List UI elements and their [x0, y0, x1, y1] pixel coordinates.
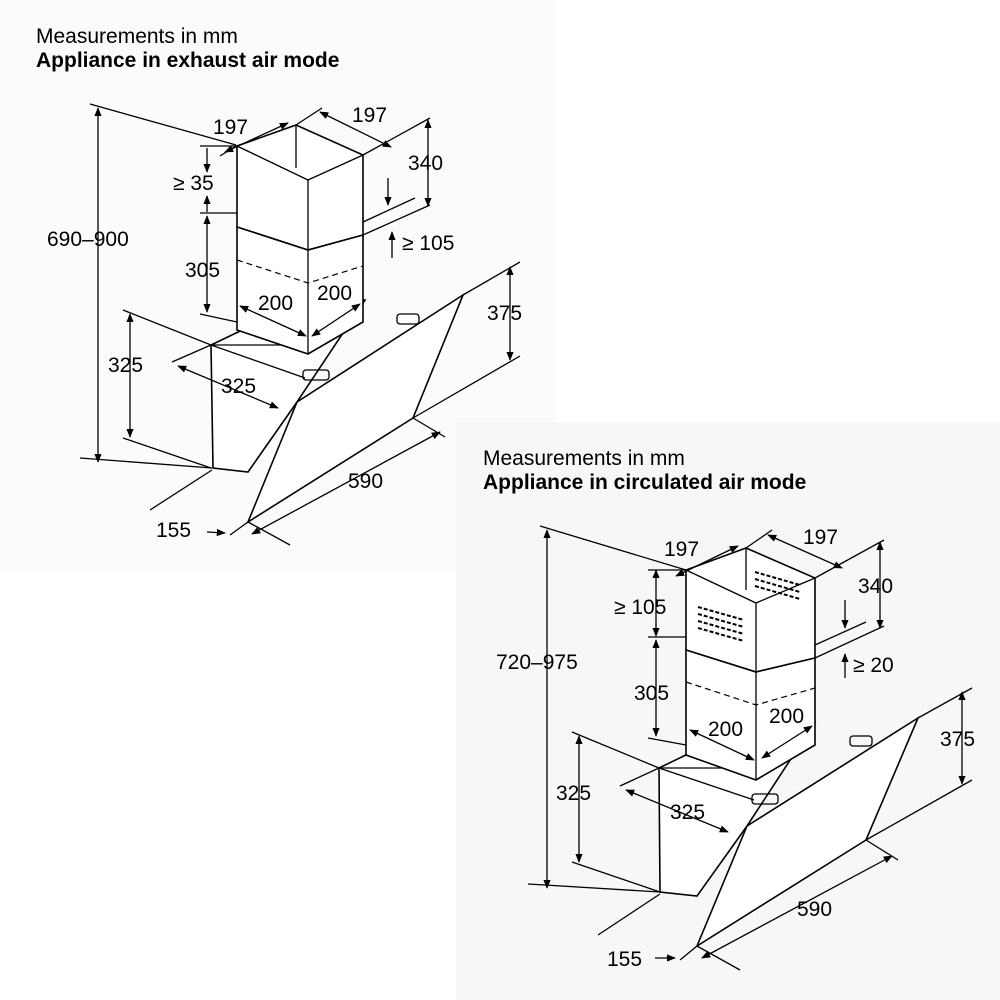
circulated-chimney-upper	[685, 547, 816, 673]
exhaust-header: Measurements in mm Appliance in exhaust …	[36, 25, 339, 73]
exhaust-drawing: 690–900 197 197 340 ≥ 35 305 ≥ 105 200 2…	[47, 103, 522, 546]
circulated-dim-chimney-depth: 197	[664, 538, 699, 561]
exhaust-dim-chimney-width: 197	[352, 104, 387, 127]
circulated-dim-glass-height: 375	[940, 728, 975, 751]
exhaust-dim-front-offset: 155	[156, 519, 191, 542]
exhaust-dim-duct-depth: 200	[317, 282, 352, 305]
circulated-dim-duct-width: 200	[708, 718, 743, 741]
circulated-dim-lower-chimney: 305	[634, 682, 669, 705]
exhaust-heading: Measurements in mm	[36, 25, 238, 48]
exhaust-dim-upper-chimney: 340	[408, 152, 443, 175]
circulated-dim-duct-depth: 200	[769, 705, 804, 728]
exhaust-chimney-upper	[236, 124, 364, 251]
exhaust-dim-clearance-top: ≥ 35	[173, 172, 214, 195]
exhaust-dim-body-height: 325	[108, 354, 143, 377]
exhaust-dim-overlap: ≥ 105	[402, 232, 454, 255]
circulated-heading: Measurements in mm	[483, 447, 685, 470]
exhaust-dim-total-height: 690–900	[47, 228, 129, 251]
vent-grille-right-icon	[754, 571, 801, 600]
circulated-dim-chimney-width: 197	[803, 526, 838, 549]
circulated-dim-body-depth: 325	[670, 801, 705, 824]
circulated-mode-title: Appliance in circulated air mode	[483, 471, 807, 494]
circulated-dim-front-offset: 155	[607, 948, 642, 971]
exhaust-dim-glass-height: 375	[487, 302, 522, 325]
circulated-drawing: 720–975 197 197 340 ≥ 105 305 ≥ 20 200 2…	[496, 525, 975, 971]
circulated-dim-upper-chimney: 340	[858, 575, 893, 598]
circulated-header: Measurements in mm Appliance in circulat…	[483, 447, 806, 495]
circulated-dim-overlap: ≥ 20	[853, 654, 894, 677]
circulated-dim-total-height: 720–975	[496, 651, 578, 674]
exhaust-dim-lower-chimney: 305	[185, 259, 220, 282]
exhaust-mode-title: Appliance in exhaust air mode	[36, 49, 340, 72]
exhaust-dim-duct-width: 200	[258, 292, 293, 315]
vent-grille-left-icon	[697, 606, 745, 642]
circulated-dim-width: 590	[797, 898, 832, 921]
exhaust-dim-width: 590	[348, 470, 383, 493]
exhaust-dim-body-depth: 325	[221, 375, 256, 398]
circulated-dim-body-height: 325	[556, 782, 591, 805]
circulated-dim-clearance-top: ≥ 105	[614, 596, 666, 619]
exhaust-dim-chimney-depth: 197	[213, 116, 248, 139]
